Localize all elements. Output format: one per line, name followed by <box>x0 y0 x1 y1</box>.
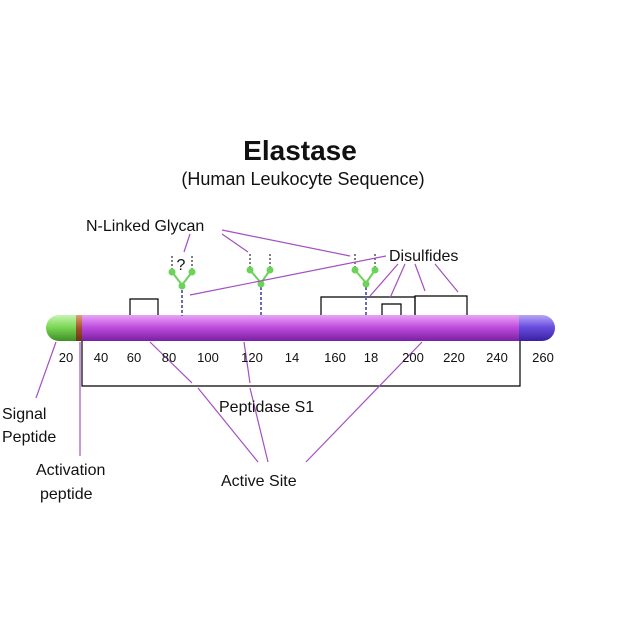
peptidase-callout-1 <box>149 341 193 384</box>
glycan-node <box>178 282 186 290</box>
disulfide-brackets <box>129 295 468 316</box>
disulfide-callout-2 <box>389 263 406 299</box>
tick-label: 260 <box>532 350 554 365</box>
activation-peptide-label-line2: peptide <box>40 486 93 503</box>
tick-label: 18 <box>364 350 378 365</box>
main-chain-segment <box>76 315 519 341</box>
disulfide-bracket-1 <box>129 298 159 316</box>
glycan-label: N-Linked Glycan <box>86 218 204 235</box>
disulfide-callout-1 <box>369 263 399 297</box>
glycan-node <box>188 268 196 276</box>
signal-peptide-label-line2: Peptide <box>2 429 56 446</box>
glycan-node <box>246 266 254 274</box>
active-site-label: Active Site <box>221 473 297 490</box>
activation-peptide-segment <box>76 315 82 341</box>
glycan-node <box>362 280 370 288</box>
disulfide-callout-3 <box>414 263 426 292</box>
tick-label: 120 <box>241 350 263 365</box>
tick-label: 100 <box>197 350 219 365</box>
tick-label: 60 <box>127 350 141 365</box>
glycan-callout-2 <box>221 233 249 253</box>
glycan-callout-1 <box>183 233 191 253</box>
tick-label: 20 <box>59 350 73 365</box>
tick-label: 240 <box>486 350 508 365</box>
activation-peptide-label-line1: Activation <box>36 462 105 479</box>
tick-label: 80 <box>162 350 176 365</box>
disulfide-callout-glycan <box>189 255 387 296</box>
glycan-3 <box>351 254 379 288</box>
glycan-stems <box>181 287 367 316</box>
tick-label: 220 <box>443 350 465 365</box>
signal-callout <box>35 341 57 399</box>
active-site-callout-2 <box>249 387 269 463</box>
protein-chain <box>46 315 555 341</box>
position-ticks: 20 40 60 80 100 120 14 160 18 200 220 24… <box>59 350 554 365</box>
tick-label: 14 <box>285 350 299 365</box>
disulfides-label: Disulfides <box>389 248 458 265</box>
disulfide-bracket-3 <box>381 303 402 316</box>
active-site-callout-3 <box>305 341 423 463</box>
signal-peptide-label-line1: Signal <box>2 406 46 423</box>
diagram-subtitle: (Human Leukocyte Sequence) <box>181 169 424 189</box>
glycan-node <box>351 266 359 274</box>
glycan-node <box>168 268 176 276</box>
peptidase-label: Peptidase S1 <box>219 399 314 416</box>
peptidase-domain-bracket <box>81 340 521 387</box>
disulfide-bracket-4 <box>414 295 468 316</box>
glycan-node <box>257 280 265 288</box>
peptidase-callout-2 <box>243 341 251 384</box>
tick-label: 200 <box>402 350 424 365</box>
disulfide-callout-4 <box>434 263 459 293</box>
glycan-node <box>266 266 274 274</box>
unknown-glycan-mark: ? <box>177 257 186 274</box>
glycan-callout-3 <box>221 229 351 257</box>
glycan-node <box>371 266 379 274</box>
tick-label: 160 <box>324 350 346 365</box>
tick-label: 40 <box>94 350 108 365</box>
active-site-callout-1 <box>197 387 259 463</box>
diagram-title: Elastase <box>243 135 357 166</box>
glycan-1: ? <box>168 256 196 290</box>
callout-lines <box>35 229 459 463</box>
